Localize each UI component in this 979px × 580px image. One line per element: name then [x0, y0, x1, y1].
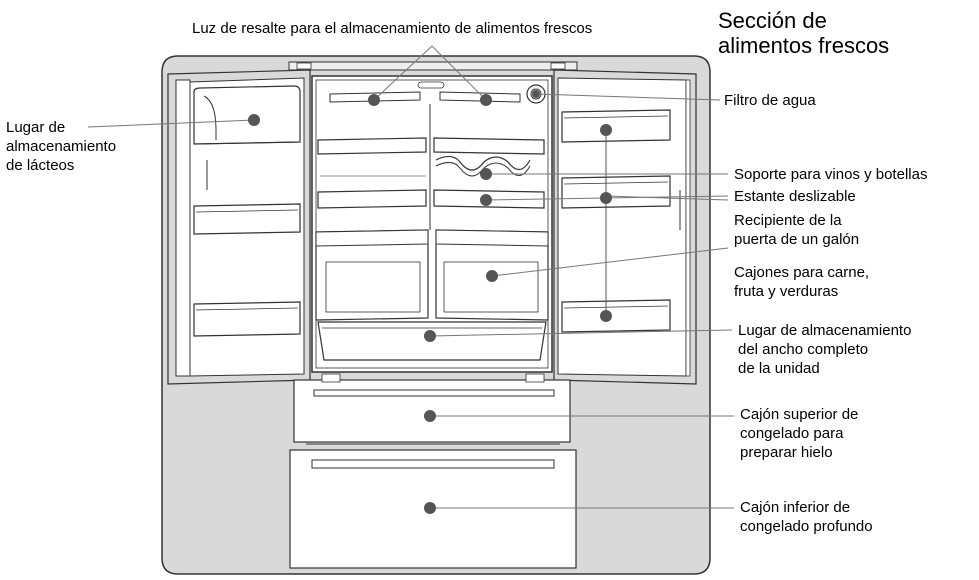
dot-gallon-bin-mid: [600, 192, 612, 204]
label-water-filter: Filtro de agua: [724, 92, 816, 109]
label-dairy: Lugar de almacenamiento de lácteos: [6, 119, 117, 174]
label-upper-freezer: Cajón superior de congelado para prepara…: [740, 406, 859, 461]
upper-freezer-drawer: [293, 373, 571, 443]
dot-sliding-shelf: [480, 194, 492, 206]
dot-wine-rack: [480, 168, 492, 180]
fresh-food-cabinet: [311, 75, 553, 373]
dot-upper-freezer: [424, 410, 436, 422]
right-door: [553, 69, 697, 385]
section-title: Sección de alimentos frescos: [718, 8, 890, 58]
label-lower-freezer: Cajón inferior de congelado profundo: [740, 499, 873, 535]
label-sliding-shelf: Estante deslizable: [734, 188, 856, 205]
dot-highlight-light-right: [480, 94, 492, 106]
label-crispers: Cajones para carne, fruta y verduras: [734, 264, 870, 300]
dot-dairy: [248, 114, 260, 126]
label-wine-rack: Soporte para vinos y botellas: [734, 166, 928, 183]
label-gallon-bin: Recipiente de la puerta de un galón: [734, 212, 860, 248]
dot-crispers: [486, 270, 498, 282]
dot-full-width: [424, 330, 436, 342]
label-highlight-light: Luz de resalte para el almacenamiento de…: [192, 20, 593, 37]
dot-lower-freezer: [424, 502, 436, 514]
label-full-width: Lugar de almacenamiento del ancho comple…: [738, 322, 912, 377]
dot-highlight-light-left: [368, 94, 380, 106]
leader-lines: [87, 45, 734, 509]
callout-dots: [248, 90, 612, 514]
dot-water-filter: [532, 90, 540, 98]
left-door: [167, 69, 311, 385]
dot-gallon-bin-bottom: [600, 310, 612, 322]
dot-gallon-bin-top: [600, 124, 612, 136]
